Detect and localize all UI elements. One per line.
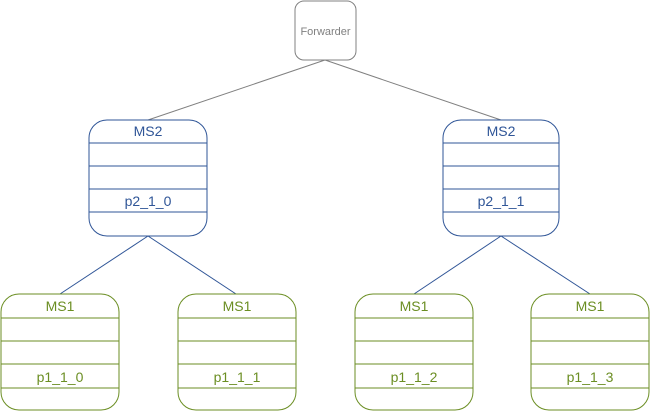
ms2-node-left: MS2 p2_1_0 <box>88 119 208 237</box>
ms1-title: MS1 <box>400 298 429 314</box>
ms1-port-label: p1_1_0 <box>37 369 84 385</box>
ms1-port-label: p1_1_1 <box>214 369 261 385</box>
edge-ms2-left-ms1-b <box>147 235 237 295</box>
ms2-node-right: MS2 p2_1_1 <box>442 119 560 237</box>
edge-ms2-right-ms1-d <box>500 235 591 295</box>
ms1-node-2: MS1 p1_1_2 <box>354 293 474 411</box>
ms2-port-label: p2_1_0 <box>125 193 172 209</box>
edge-ms2-right-ms1-c <box>413 235 502 295</box>
ms1-port-label: p1_1_2 <box>391 369 438 385</box>
ms1-title: MS1 <box>223 298 252 314</box>
ms1-port-label: p1_1_3 <box>567 369 614 385</box>
forwarder-node: Forwarder <box>294 0 357 61</box>
ms1-node-3: MS1 p1_1_3 <box>530 293 650 411</box>
ms2-title: MS2 <box>487 123 516 139</box>
ms1-node-1: MS1 p1_1_1 <box>177 293 297 411</box>
ms1-title: MS1 <box>46 298 75 314</box>
ms1-title: MS1 <box>576 298 605 314</box>
edge-ms2-left-ms1-a <box>59 235 149 295</box>
forwarder-label: Forwarder <box>300 26 350 38</box>
edge-forwarder-ms2-right <box>324 59 502 121</box>
ms2-title: MS2 <box>134 123 163 139</box>
ms1-node-0: MS1 p1_1_0 <box>0 293 120 411</box>
ms2-port-label: p2_1_1 <box>478 193 525 209</box>
edge-forwarder-ms2-left <box>147 59 326 121</box>
